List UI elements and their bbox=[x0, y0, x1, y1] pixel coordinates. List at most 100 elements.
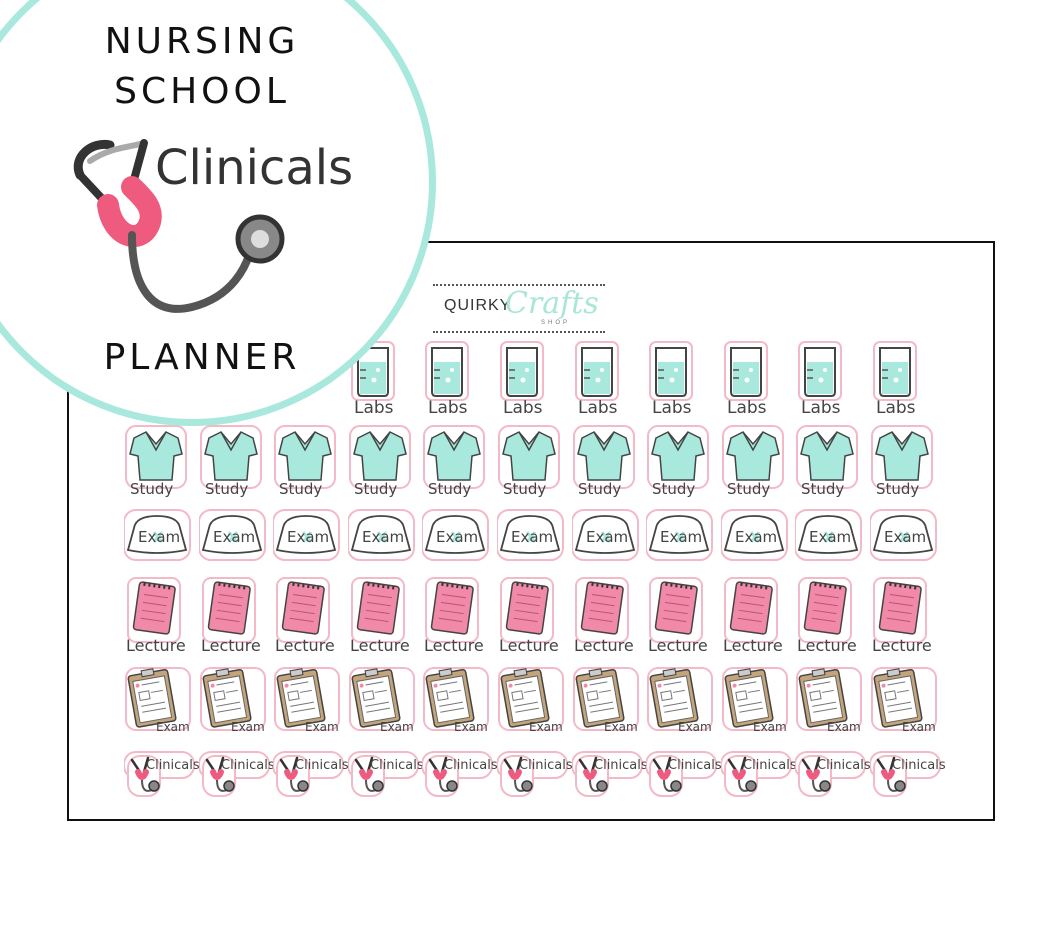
stethoscope-icon bbox=[348, 751, 419, 797]
scrubs-icon bbox=[200, 425, 262, 489]
scrubs-icon bbox=[647, 425, 709, 489]
stethoscope-sticker: Clinicals bbox=[721, 750, 797, 802]
sticker-label: Exam bbox=[213, 528, 256, 546]
brand-name-right: Crafts bbox=[505, 286, 599, 321]
clipboard-sticker: Exam bbox=[348, 666, 420, 746]
cap-icon bbox=[721, 509, 788, 561]
stethoscope-sticker: Clinicals bbox=[870, 750, 946, 802]
stethoscope-icon bbox=[124, 751, 195, 797]
scrubs-icon bbox=[349, 425, 411, 489]
cap-sticker: Exam bbox=[124, 508, 196, 572]
sticker-label: Labs bbox=[652, 398, 692, 418]
sticker-label: Study bbox=[279, 480, 323, 498]
sticker-label: Clinicals bbox=[444, 758, 498, 773]
scrubs-icon bbox=[796, 425, 858, 489]
sticker-label: Clinicals bbox=[817, 758, 871, 773]
clipboard-icon bbox=[796, 667, 862, 731]
dotted-divider-bottom bbox=[433, 331, 605, 333]
beaker-icon bbox=[724, 341, 768, 401]
sticker-label: Exam bbox=[156, 720, 190, 734]
notepad-sticker: Lecture bbox=[497, 576, 569, 660]
notepad-sticker: Lecture bbox=[348, 576, 420, 660]
sticker-label: Lecture bbox=[499, 636, 559, 655]
notepad-icon bbox=[276, 577, 330, 643]
sticker-label: Exam bbox=[753, 720, 787, 734]
sticker-label: Exam bbox=[660, 528, 703, 546]
notepad-sticker: Lecture bbox=[199, 576, 271, 660]
sticker-label: Clinicals bbox=[146, 758, 200, 773]
stethoscope-sticker: Clinicals bbox=[422, 750, 498, 802]
cap-icon bbox=[572, 509, 639, 561]
scrubs-icon bbox=[871, 425, 933, 489]
sticker-label: Exam bbox=[305, 720, 339, 734]
notepad-icon bbox=[873, 577, 927, 643]
stethoscope-icon bbox=[721, 751, 792, 797]
cap-sticker: Exam bbox=[795, 508, 867, 572]
sticker-label: Clinicals bbox=[519, 758, 573, 773]
beaker-icon bbox=[575, 341, 619, 401]
sticker-label: Lecture bbox=[424, 636, 484, 655]
cap-sticker: Exam bbox=[422, 508, 494, 572]
scrubs-icon bbox=[498, 425, 560, 489]
notepad-icon bbox=[425, 577, 479, 643]
clipboard-icon bbox=[722, 667, 788, 731]
sticker-label: Clinicals bbox=[295, 758, 349, 773]
clipboard-sticker: Exam bbox=[646, 666, 718, 746]
stethoscope-icon bbox=[422, 751, 493, 797]
notepad-sticker: Lecture bbox=[870, 576, 942, 660]
sticker-label: Labs bbox=[801, 398, 841, 418]
cap-sticker: Exam bbox=[870, 508, 942, 572]
cap-icon bbox=[870, 509, 937, 561]
sticker-label: Lecture bbox=[797, 636, 857, 655]
scrubs-icon bbox=[125, 425, 187, 489]
badge-title-line1: NURSING bbox=[104, 21, 300, 62]
beaker-icon bbox=[873, 341, 917, 401]
beaker-sticker: Labs bbox=[422, 340, 494, 420]
scrubs-sticker: Study bbox=[646, 424, 718, 508]
sticker-label: Lecture bbox=[574, 636, 634, 655]
sticker-label: Study bbox=[578, 480, 622, 498]
clipboard-icon bbox=[349, 667, 415, 731]
sticker-label: Exam bbox=[827, 720, 861, 734]
cap-sticker: Exam bbox=[572, 508, 644, 572]
notepad-sticker: Lecture bbox=[795, 576, 867, 660]
sticker-label: Exam bbox=[138, 528, 181, 546]
scrubs-sticker: Study bbox=[273, 424, 345, 508]
sticker-label: Clinicals bbox=[594, 758, 648, 773]
notepad-icon bbox=[724, 577, 778, 643]
cap-sticker: Exam bbox=[497, 508, 569, 572]
cap-sticker: Exam bbox=[199, 508, 271, 572]
notepad-icon bbox=[575, 577, 629, 643]
sticker-label: Exam bbox=[231, 720, 265, 734]
stethoscope-sticker: Clinicals bbox=[795, 750, 871, 802]
clipboard-sticker: Exam bbox=[273, 666, 345, 746]
cap-icon bbox=[795, 509, 862, 561]
stethoscope-icon bbox=[273, 751, 344, 797]
clipboard-sticker: Exam bbox=[870, 666, 942, 746]
scrubs-sticker: Study bbox=[870, 424, 942, 508]
scrubs-icon bbox=[573, 425, 635, 489]
cap-icon bbox=[646, 509, 713, 561]
sticker-label: Labs bbox=[578, 398, 618, 418]
sticker-label: Lecture bbox=[648, 636, 708, 655]
clipboard-icon bbox=[871, 667, 937, 731]
clipboard-icon bbox=[573, 667, 639, 731]
scrubs-sticker: Study bbox=[124, 424, 196, 508]
sticker-label: Lecture bbox=[126, 636, 186, 655]
notepad-sticker: Lecture bbox=[721, 576, 793, 660]
beaker-icon bbox=[500, 341, 544, 401]
sticker-label: Exam bbox=[604, 720, 638, 734]
scrubs-icon bbox=[274, 425, 336, 489]
notepad-sticker: Lecture bbox=[646, 576, 718, 660]
clipboard-icon bbox=[498, 667, 564, 731]
sticker-label: Exam bbox=[287, 528, 330, 546]
brand-name-left: QUIRKY bbox=[444, 297, 512, 314]
clipboard-sticker: Exam bbox=[497, 666, 569, 746]
stethoscope-sticker: Clinicals bbox=[348, 750, 424, 802]
brand-logo: QUIRKY Crafts SHOP bbox=[433, 280, 605, 336]
sticker-label: Lecture bbox=[201, 636, 261, 655]
notepad-icon bbox=[127, 577, 181, 643]
sticker-label: Study bbox=[652, 480, 696, 498]
stethoscope-sticker: Clinicals bbox=[497, 750, 573, 802]
notepad-icon bbox=[202, 577, 256, 643]
